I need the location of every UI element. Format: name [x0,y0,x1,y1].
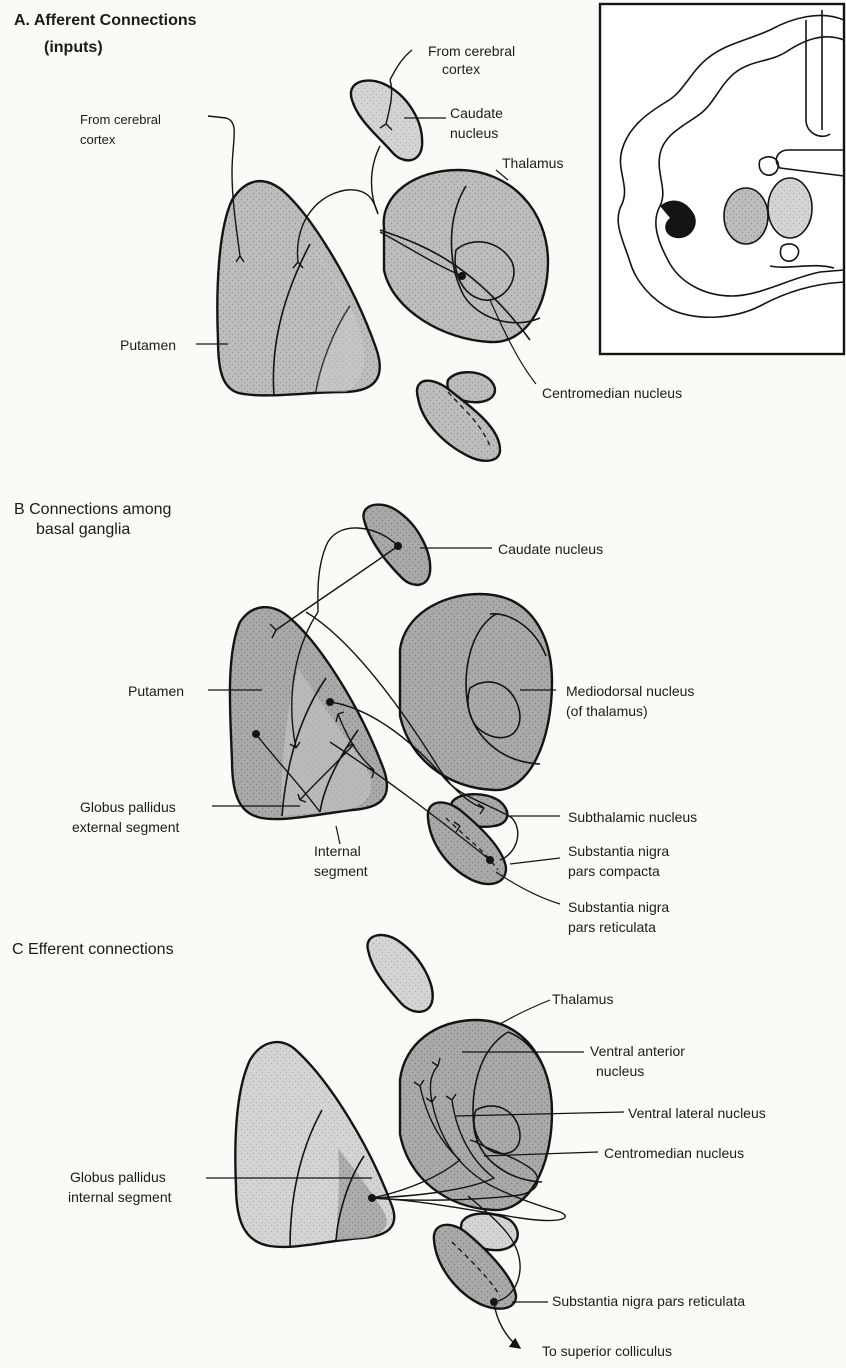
label-thalamus-a: Thalamus [502,155,563,171]
label-internal-2: segment [314,863,368,879]
label-gp-internal-1: Globus pallidus [70,1169,166,1185]
label-putamen-b: Putamen [128,683,184,699]
label-thalamus-c: Thalamus [552,991,613,1007]
label-superior-colliculus: To superior colliculus [542,1343,672,1359]
label-snr-c: Substantia nigra pars reticulata [552,1293,745,1309]
panel-c: C Efferent connections [12,935,766,1359]
panel-a-subheading: (inputs) [44,39,103,56]
panel-a-heading: A. Afferent Connections [14,12,197,29]
label-centromedian-c: Centromedian nucleus [604,1145,744,1161]
panel-b-heading: B Connections among [14,501,171,518]
coronal-section-inset [600,4,844,354]
label-caudate-a-1: Caudate [450,105,503,121]
label-snr-2: pars reticulata [568,919,656,935]
label-snr-1: Substantia nigra [568,899,669,915]
thalamus-shape [384,170,548,342]
panel-b: B Connections among basal ganglia [14,501,697,935]
label-ventral-lateral: Ventral lateral nucleus [628,1105,766,1121]
caudate-nucleus-c-shape [367,935,432,1012]
label-internal-1: Internal [314,843,361,859]
label-gp-external-2: external segment [72,819,180,835]
label-gp-external-1: Globus pallidus [80,799,176,815]
label-caudate-a-2: nucleus [450,125,498,141]
label-snc-1: Substantia nigra [568,843,669,859]
thalamus-b-shape [400,594,552,790]
label-mediodorsal-2: (of thalamus) [566,703,648,719]
label-ventral-anterior-1: Ventral anterior [590,1043,685,1059]
label-gp-internal-2: internal segment [68,1189,172,1205]
label-ventral-anterior-2: nucleus [596,1063,644,1079]
panel-a: A. Afferent Connections (inputs) [14,4,844,461]
label-caudate-b: Caudate nucleus [498,541,603,557]
label-from-cortex-left-2: cortex [80,132,116,147]
label-from-cortex-top-2: cortex [442,61,480,77]
label-from-cortex-top-1: From cerebral [428,43,515,59]
panel-c-heading: C Efferent connections [12,941,174,958]
label-snc-2: pars compacta [568,863,660,879]
label-putamen-a: Putamen [120,337,176,353]
panel-b-subheading: basal ganglia [36,521,130,538]
label-from-cortex-left-1: From cerebral [80,112,161,127]
label-subthalamic: Subthalamic nucleus [568,809,697,825]
label-mediodorsal-1: Mediodorsal nucleus [566,683,694,699]
label-centromedian-a: Centromedian nucleus [542,385,682,401]
